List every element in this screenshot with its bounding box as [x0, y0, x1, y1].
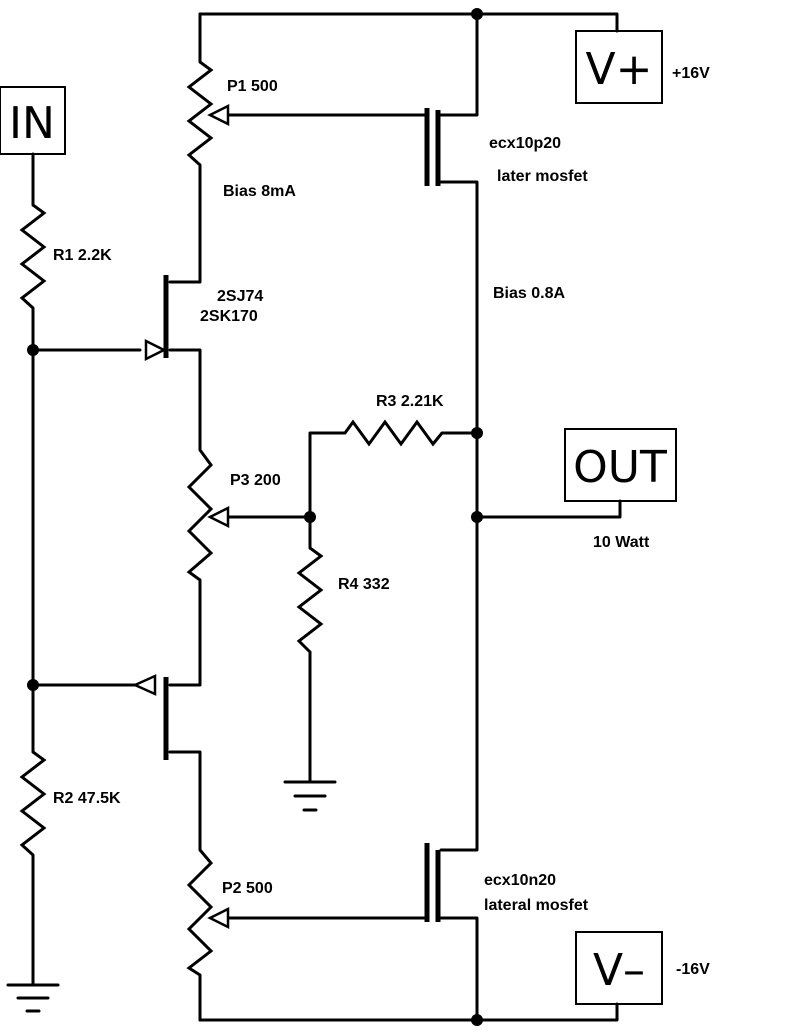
r2-label: R2 47.5K [53, 790, 121, 807]
junction-dot [471, 511, 483, 523]
jfet-p-channel [144, 275, 169, 362]
jfet-gate-arrow-top [144, 338, 167, 362]
p1-label: P1 500 [227, 78, 278, 95]
p1-potentiometer [186, 60, 214, 167]
p2-label: P2 500 [222, 880, 273, 897]
wiring [31, 12, 622, 1022]
in-label: IN [9, 98, 55, 149]
junction-dot [471, 427, 483, 439]
r2-resistor [19, 750, 47, 857]
mosfet-p-channel [424, 108, 441, 186]
r1-resistor [19, 203, 47, 310]
r3-resistor [343, 419, 444, 447]
r3-label: R3 2.21K [376, 393, 444, 410]
junction-dot [471, 8, 483, 20]
ground-symbol-center [283, 780, 337, 812]
vplus-terminal: V+ [575, 30, 663, 104]
vplus-label: V+ [586, 44, 653, 95]
power-label: 10 Watt [593, 534, 650, 551]
r4-label: R4 332 [338, 576, 390, 593]
r1-label: R1 2.2K [53, 247, 112, 264]
mosfet-p-label-line1: ecx10p20 [489, 135, 561, 152]
mosfet-n-channel [424, 843, 441, 922]
junction-dot [471, 1014, 483, 1026]
junction-dot [27, 344, 39, 356]
bias-mosfet-label: Bias 0.8A [493, 285, 565, 302]
jfet-gate-arrow-bottom [131, 674, 157, 696]
r4-resistor [296, 546, 324, 654]
mosfet-n-label-line2: lateral mosfet [484, 897, 589, 914]
vminus-terminal: V– [575, 931, 663, 1005]
jfet-label-line1: 2SJ74 [217, 288, 263, 305]
out-label: OUT [573, 442, 667, 493]
junction-dot [304, 511, 316, 523]
supply-negative-label: -16V [676, 961, 710, 978]
p3-potentiometer [186, 449, 214, 582]
out-terminal: OUT [564, 428, 677, 502]
p1-wiper-arrow [207, 103, 230, 127]
bias-jfet-label: Bias 8mA [223, 183, 296, 200]
mosfet-p-label-line2: later mosfet [497, 168, 588, 185]
p2-wiper-arrow [207, 906, 230, 930]
jfet-n-channel [131, 674, 169, 760]
supply-positive-label: +16V [672, 65, 710, 82]
p3-label: P3 200 [230, 472, 281, 489]
junction-dot [27, 679, 39, 691]
jfet-label-line2: 2SK170 [200, 308, 258, 325]
in-terminal: IN [0, 86, 66, 155]
p3-wiper-arrow [207, 505, 230, 529]
mosfet-n-label-line1: ecx10n20 [484, 872, 556, 889]
vminus-label: V– [593, 945, 645, 996]
p2-potentiometer [186, 849, 214, 977]
ground-symbol-left [6, 983, 60, 1013]
